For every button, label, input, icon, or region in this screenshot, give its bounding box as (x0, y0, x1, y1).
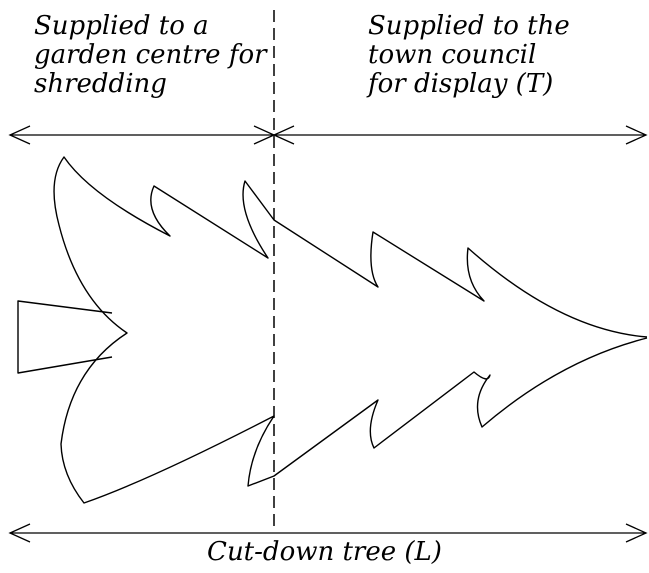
tree-outline (53, 156, 648, 504)
shredding-length-arrow (8, 125, 276, 145)
tree-length-arrow (8, 523, 648, 543)
tree-trunk (17, 300, 113, 374)
tree-length-label: Cut-down tree (L) (207, 537, 442, 567)
shredding-section-label: Supplied to a garden centre for shreddin… (34, 11, 267, 99)
display-section-label: Supplied to the town council for display… (368, 11, 570, 99)
display-length-arrow (272, 125, 648, 145)
